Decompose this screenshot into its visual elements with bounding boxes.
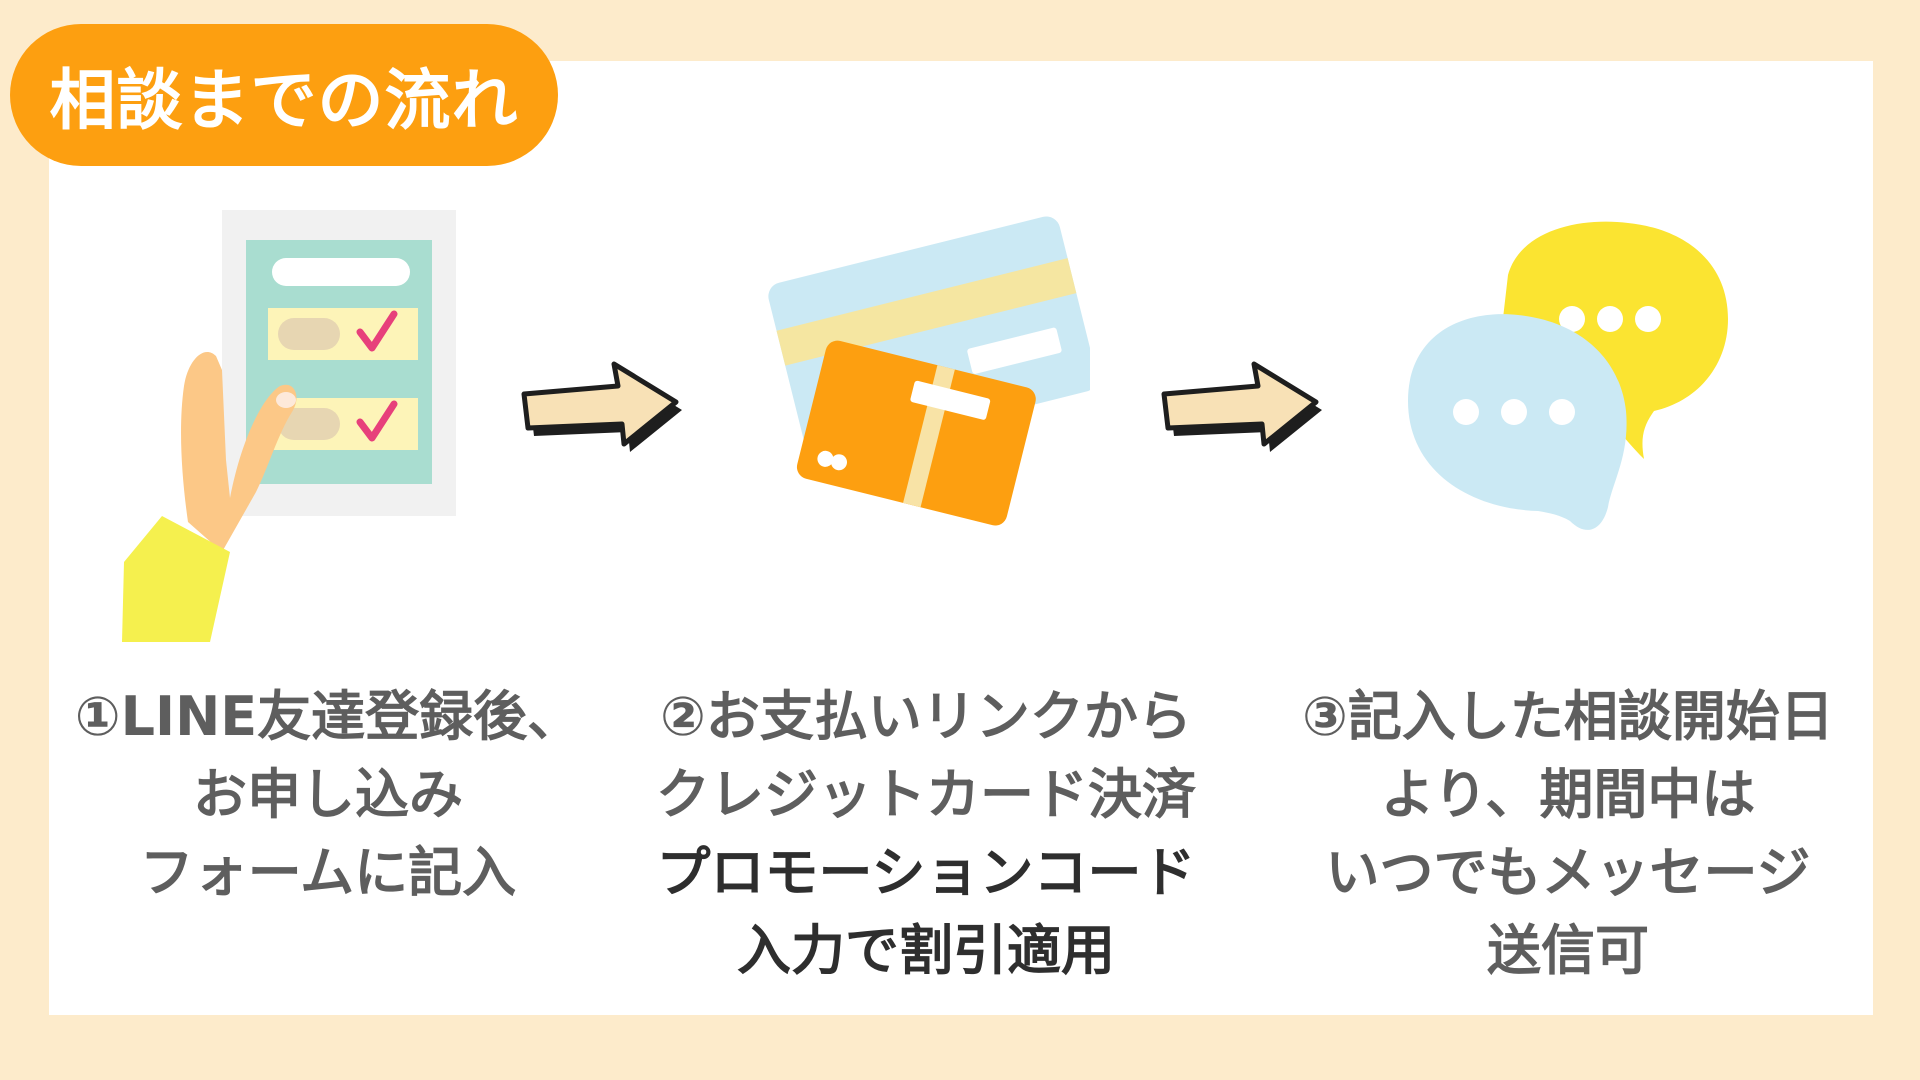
step-1-line: フォームに記入 xyxy=(8,834,648,912)
credit-card-icon xyxy=(760,205,1090,540)
step-1-line: お申し込み xyxy=(8,756,648,834)
step-2-text: ②お支払いリンクから クレジットカード決済 プロモーションコード 入力で割引適用 xyxy=(606,678,1246,990)
chat-bubbles-icon xyxy=(1400,215,1740,535)
step-3-line: ③記入した相談開始日 xyxy=(1248,678,1888,756)
step-1-text: ①LINE友達登録後、 お申し込み フォームに記入 xyxy=(8,678,648,912)
step-3-text: ③記入した相談開始日 より、期間中は いつでもメッセージ 送信可 xyxy=(1248,678,1888,990)
step-3-line: より、期間中は xyxy=(1248,756,1888,834)
form-hand-icon xyxy=(118,210,468,645)
step-3-line: いつでもメッセージ xyxy=(1248,834,1888,912)
arrow-right-icon xyxy=(520,358,685,454)
step-1-line: ①LINE友達登録後、 xyxy=(8,678,648,756)
page-title: 相談までの流れ xyxy=(10,24,558,166)
step-2-emphasis-line: プロモーションコード xyxy=(606,834,1246,912)
step-3-line: 送信可 xyxy=(1248,912,1888,990)
step-2-emphasis-line: 入力で割引適用 xyxy=(606,912,1246,990)
step-2-line: クレジットカード決済 xyxy=(606,756,1246,834)
arrow-right-icon xyxy=(1160,358,1325,454)
step-2-line: ②お支払いリンクから xyxy=(606,678,1246,756)
